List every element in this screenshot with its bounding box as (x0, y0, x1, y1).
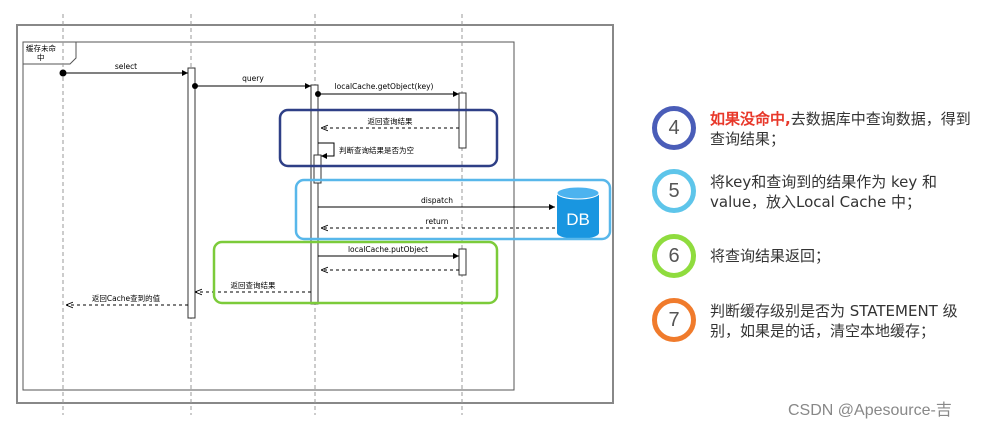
message-get-object-label: localCache.getObject(key) (335, 82, 434, 91)
watermark: CSDN @Apesource-吉 (788, 402, 952, 419)
fragment-frame (22, 41, 515, 391)
message-return-result-2-label: 返回查询结果 (231, 280, 276, 290)
step-description: 将查询结果返回； (710, 247, 831, 265)
step-number-circle: 4 (652, 106, 696, 150)
step-7: 7 判断缓存级别是否为 STATEMENT 级别，如果是的话，清空本地缓存； (652, 298, 982, 350)
message-dispatch-label: dispatch (421, 196, 453, 205)
fragment-label-line1: 缓存未命 (26, 43, 56, 53)
activation-base-executor (310, 84, 319, 305)
message-return-cache-label: 返回Cache查到的值 (92, 293, 161, 303)
sequence-diagram: 缓存未命 中 select query localCache.getObject… (16, 14, 614, 415)
message-self-check-label: 判断查询结果是否为空 (339, 145, 414, 155)
step-text: 如果没命中,去数据库中查询数据，得到查询结果； (710, 109, 980, 149)
highlight-box-step4 (278, 108, 499, 168)
message-self-check-arrow (318, 142, 335, 159)
activation-self-check (313, 154, 322, 184)
message-select-label: select (115, 62, 137, 71)
step-6: 6 将查询结果返回； (652, 234, 982, 286)
activation-cache-put (458, 248, 467, 276)
message-return-label: return (426, 217, 449, 226)
step-5: 5 将key和查询到的结果作为 key 和 value，放入Local Cach… (652, 169, 982, 221)
message-query-label: query (242, 74, 264, 83)
highlight-box-step5 (294, 178, 612, 241)
fragment-label-box (23, 41, 77, 65)
step-text: 将key和查询到的结果作为 key 和 value，放入Local Cache … (710, 172, 980, 212)
step-description: 去数据库中查询数据，得到查询结果； (710, 110, 971, 148)
step-number-circle: 6 (652, 234, 696, 278)
step-number-circle: 5 (652, 169, 696, 213)
step-text: 将查询结果返回； (710, 246, 980, 266)
fragment-label-line2: 中 (37, 52, 45, 62)
database-label: DB (566, 210, 590, 229)
database-icon: DB (556, 186, 600, 239)
highlight-box-step6 (212, 240, 499, 305)
step-description: 将key和查询到的结果作为 key 和 value，放入Local Cache … (710, 173, 938, 211)
step-description: 判断缓存级别是否为 STATEMENT 级别，如果是的话，清空本地缓存； (710, 302, 958, 340)
activation-executor (187, 67, 196, 319)
step-4: 4 如果没命中,去数据库中查询数据，得到查询结果； (652, 106, 982, 158)
message-put-object-label: localCache.putObject (348, 245, 428, 254)
step-text: 判断缓存级别是否为 STATEMENT 级别，如果是的话，清空本地缓存； (710, 301, 980, 341)
activation-cache-get (458, 92, 467, 149)
step-number-circle: 7 (652, 298, 696, 342)
step-highlight: 如果没命中, (710, 110, 791, 128)
message-return-result-label: 返回查询结果 (368, 116, 413, 126)
